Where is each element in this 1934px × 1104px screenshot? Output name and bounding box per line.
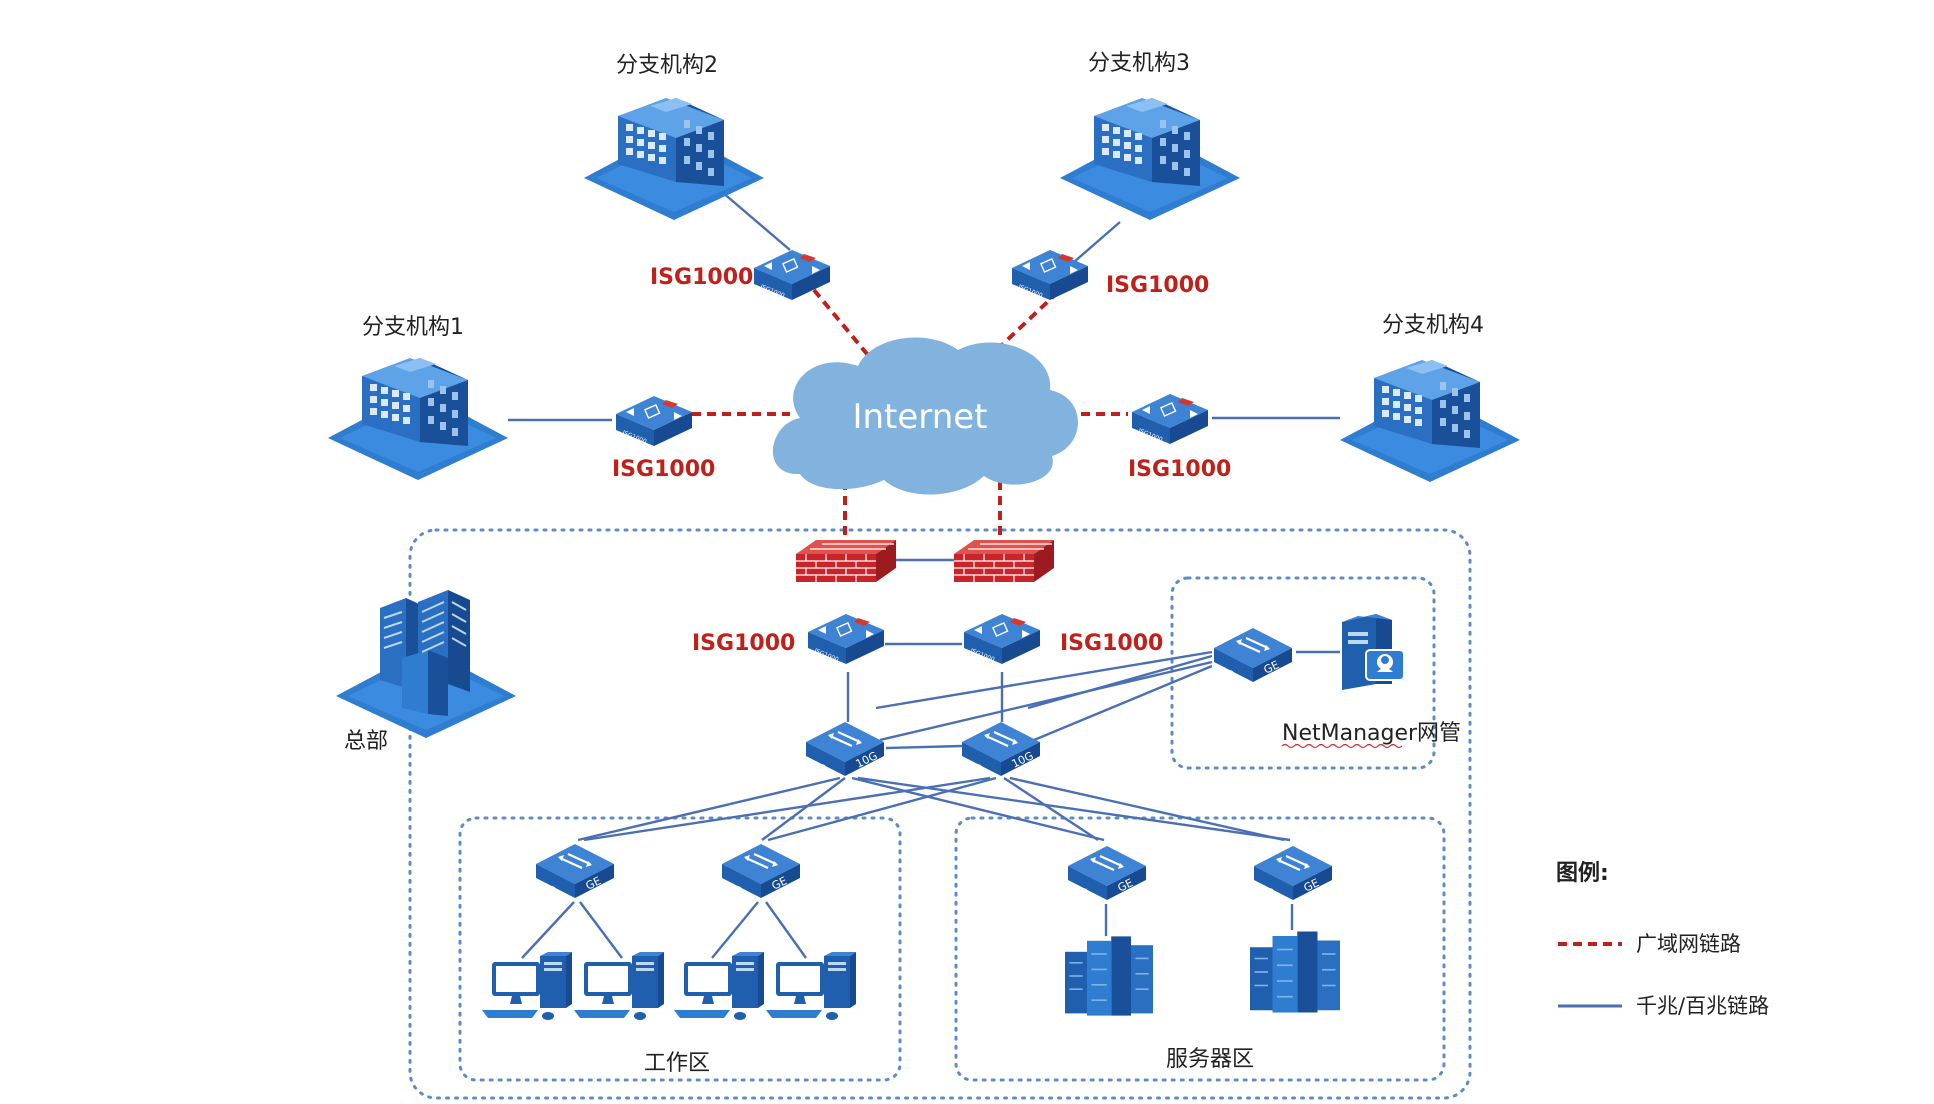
- gateway-label: ISG1000: [612, 457, 715, 482]
- switch-layer-tag: L3: [811, 759, 829, 776]
- spellcheck-underline: [1281, 743, 1403, 749]
- lan-link-nm-gw-right: [1027, 654, 1213, 710]
- switch-speed-tag: GE: [1302, 876, 1322, 894]
- switch-speed-tag: GE: [584, 874, 604, 892]
- workstation-icon: [482, 952, 572, 1020]
- branch-2: 分支机构2 ISG1000: [584, 53, 831, 301]
- server-switch-right: L2 GE: [1252, 844, 1334, 902]
- switch-speed-tag: GE: [770, 874, 790, 892]
- server-rack-icon: [1064, 935, 1154, 1017]
- branch-4: 分支机构4 ISG1000: [1128, 313, 1520, 482]
- isg1000-gateway-icon: [615, 395, 693, 447]
- gateway-label: ISG1000: [1128, 457, 1231, 482]
- switch-layer-tag: L3: [967, 759, 985, 776]
- legend: 图例: 广域网链路 千兆/百兆链路: [1556, 861, 1769, 1018]
- branch-label: 分支机构2: [616, 53, 718, 78]
- switch-speed-tag: GE: [1116, 876, 1136, 894]
- switch-layer-tag: L2: [1259, 883, 1277, 900]
- wan-link-branch2: [812, 288, 874, 362]
- work-zone-border: [458, 816, 902, 1082]
- lan-link-branch3: [1073, 221, 1121, 263]
- switch-layer-tag: L2: [541, 881, 559, 898]
- netmanager-zone-label: NetManager网管: [1282, 721, 1461, 746]
- lan-link-core2-ws1: [583, 776, 991, 842]
- firewall-icon-right: [954, 540, 1054, 582]
- headquarters-building-icon: [336, 589, 516, 738]
- legend-title: 图例:: [1556, 861, 1609, 886]
- lan-link-core1-sv1: [851, 776, 1105, 842]
- hq-gateway-label-left: ISG1000: [692, 631, 795, 656]
- server-switch-left: L2 GE: [1066, 844, 1148, 902]
- building-icon: [1060, 98, 1240, 220]
- workstation-icon: [766, 952, 856, 1020]
- work-switch-right: L2 GE: [720, 842, 802, 900]
- internet-label: Internet: [852, 397, 987, 437]
- gateway-label: ISG1000: [1106, 273, 1209, 298]
- branch-3: 分支机构3 ISG1000: [1011, 51, 1240, 301]
- lan-links: [508, 191, 1340, 959]
- branch-1: 分支机构1 ISG1000: [328, 315, 715, 482]
- building-icon: [328, 358, 508, 480]
- lan-link-core1-ws1: [577, 776, 841, 842]
- branch-label: 分支机构3: [1088, 51, 1190, 76]
- netmanager-zone-border: [1170, 576, 1436, 770]
- lan-link-nm-core-left: [879, 660, 1213, 742]
- legend-label-lan: 千兆/百兆链路: [1636, 994, 1769, 1018]
- headquarters: 总部: [336, 589, 516, 754]
- lan-link-core2-sv2: [1009, 776, 1285, 842]
- server-zone-border: [954, 816, 1446, 1082]
- isg1000-gateway-icon: [1011, 249, 1089, 301]
- core-switch-left: L3 10G: [804, 720, 886, 778]
- lan-link-nm-gw-left: [875, 650, 1213, 710]
- lan-link-core-core: [885, 744, 963, 750]
- building-icon: [1340, 360, 1520, 482]
- hq-isg1000-gateway-icon-left: [807, 613, 885, 665]
- internet-cloud: Internet: [772, 337, 1078, 495]
- work-zone-label: 工作区: [644, 1051, 710, 1076]
- server-zone-label: 服务器区: [1166, 1047, 1254, 1072]
- lan-link-core2-sv1: [1003, 776, 1099, 842]
- lan-link-sw1-pc1: [521, 901, 575, 959]
- netmanager-switch: L2 GE: [1212, 626, 1294, 684]
- branch-label: 分支机构4: [1382, 313, 1484, 338]
- lan-link-branch2: [721, 191, 791, 251]
- workstation-icon: [574, 952, 664, 1020]
- legend-label-wan: 广域网链路: [1636, 932, 1741, 956]
- lan-link-sw2-pc3: [711, 901, 759, 959]
- gateway-label: ISG1000: [650, 265, 753, 290]
- hq-isg1000-gateway-icon-right: [963, 613, 1041, 665]
- work-switch-left: L2 GE: [534, 842, 616, 900]
- lan-link-core1-ws2: [761, 777, 846, 841]
- core-switch-right: L3 10G: [960, 720, 1042, 778]
- hq-gateway-label-right: ISG1000: [1060, 631, 1163, 656]
- server-rack-icon: [1250, 930, 1340, 1014]
- headquarters-zone-border: [408, 528, 1472, 1100]
- switch-layer-tag: L2: [727, 881, 745, 898]
- switch-layer-tag: L2: [1073, 883, 1091, 900]
- building-icon: [584, 98, 764, 220]
- headquarters-label: 总部: [344, 729, 388, 754]
- firewall-icon-left: [796, 540, 896, 582]
- management-server-icon: [1341, 613, 1405, 691]
- isg1000-gateway-icon: [1131, 393, 1209, 445]
- switch-speed-tag: GE: [1262, 658, 1282, 676]
- workstation-icon: [674, 952, 764, 1020]
- lan-link-sw2-pc4: [765, 901, 807, 959]
- lan-link-nm-core-right: [1033, 664, 1213, 742]
- branch-label: 分支机构1: [362, 315, 464, 340]
- lan-link-sw1-pc2: [579, 901, 623, 959]
- lan-link-core2-ws2: [767, 776, 997, 842]
- switch-layer-tag: L2: [1219, 665, 1237, 682]
